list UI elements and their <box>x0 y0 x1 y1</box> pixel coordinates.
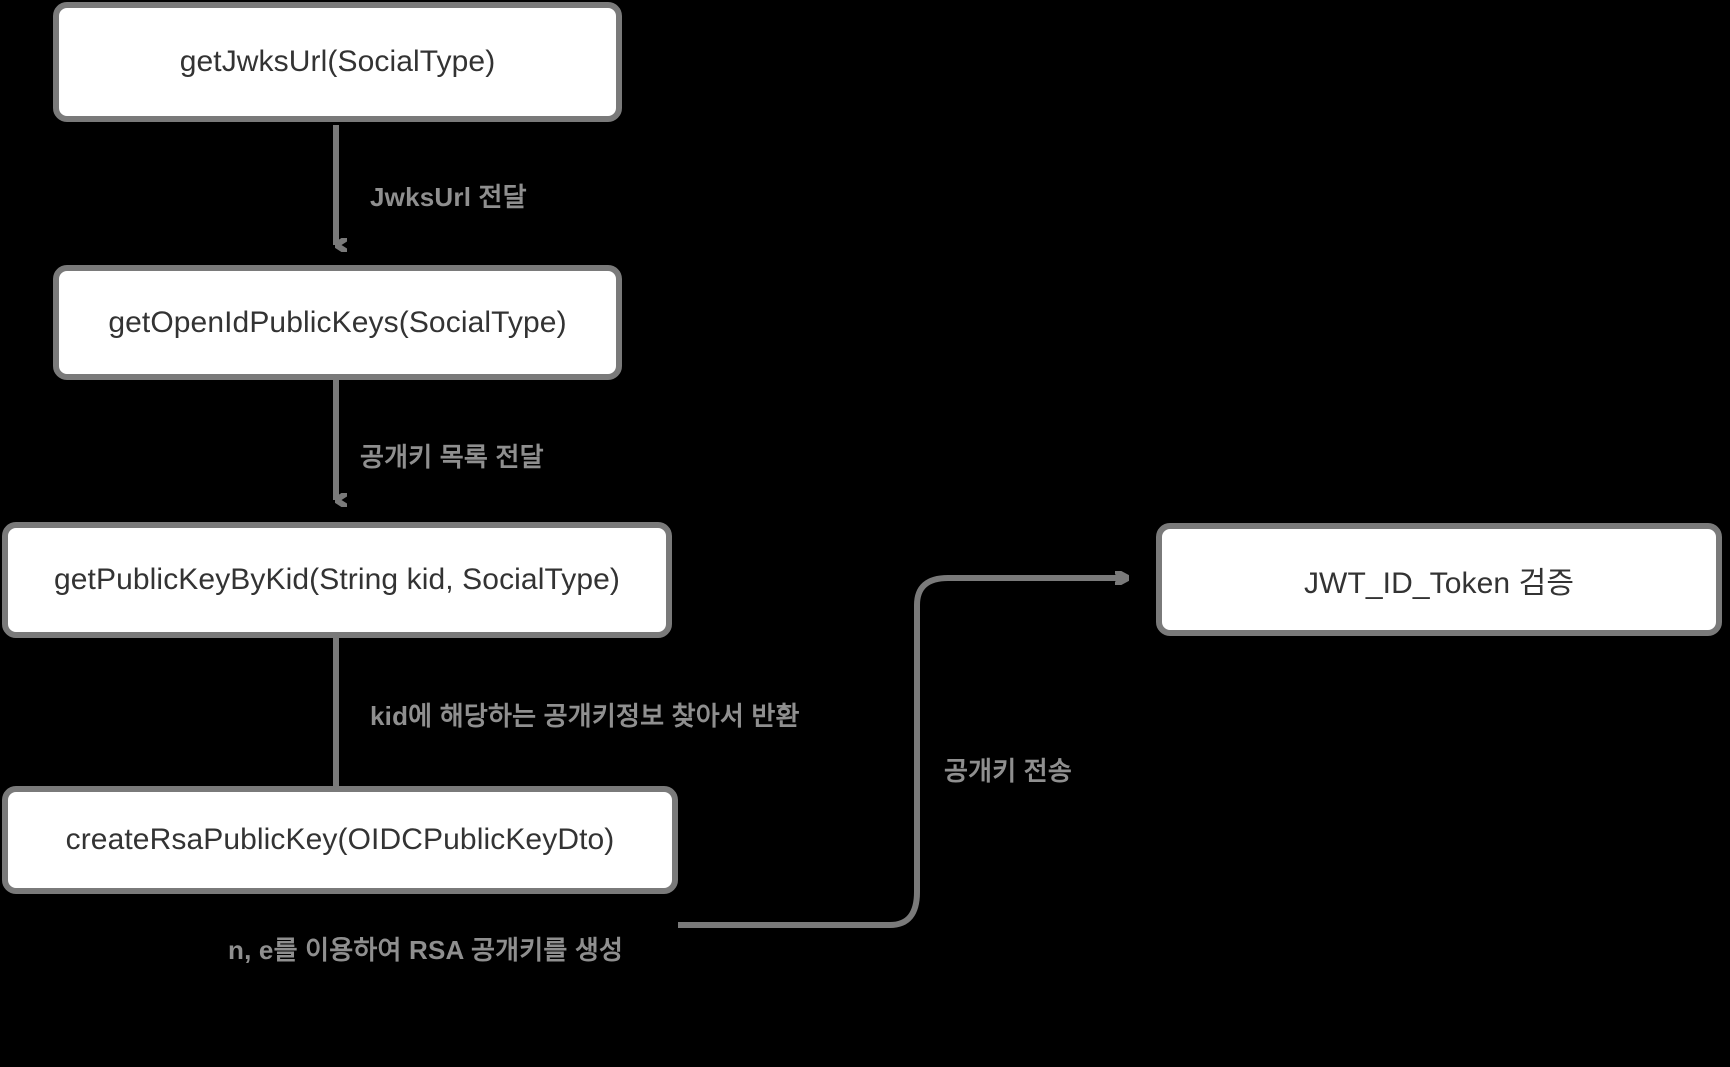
edge-label-public-key-transfer: 공개키 전송 <box>944 756 1073 786</box>
edge-label-publickey-list: 공개키 목록 전달 <box>360 442 544 472</box>
node-label: getPublicKeyByKid(String kid, SocialType… <box>53 563 621 596</box>
node-create-rsa-public-key[interactable]: createRsaPublicKey(OIDCPublicKeyDto) <box>2 786 678 894</box>
node-get-public-key-by-kid[interactable]: getPublicKeyByKid(String kid, SocialType… <box>2 522 672 638</box>
node-get-jwks-url[interactable]: getJwksUrl(SocialType) <box>53 2 622 122</box>
node-label: getOpenIdPublicKeys(SocialType) <box>108 305 567 339</box>
node-jwt-id-token-verify[interactable]: JWT_ID_Token 검증 <box>1156 523 1722 636</box>
edge-label-kid-lookup: kid에 해당하는 공개키정보 찾아서 반환 <box>370 701 800 731</box>
edge-label-rsa-generation: n, e를 이용하여 RSA 공개키를 생성 <box>228 935 624 965</box>
edge-arrow-public-key-transfer <box>678 578 1128 928</box>
node-get-openid-public-keys[interactable]: getOpenIdPublicKeys(SocialType) <box>53 265 622 380</box>
edge-label-jwksurl: JwksUrl 전달 <box>370 182 527 212</box>
node-label: getJwksUrl(SocialType) <box>179 45 496 78</box>
node-label: createRsaPublicKey(OIDCPublicKeyDto) <box>65 823 615 856</box>
node-label: JWT_ID_Token 검증 <box>1303 566 1575 600</box>
